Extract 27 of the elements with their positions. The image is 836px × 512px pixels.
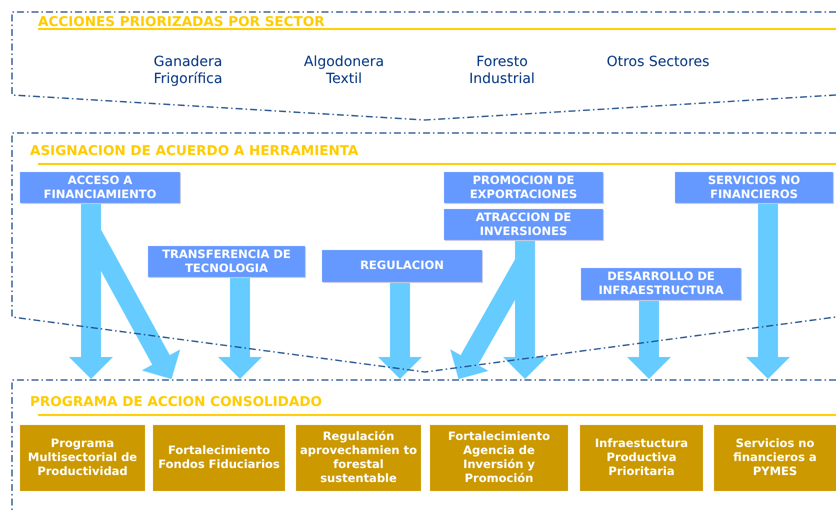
sector-label: Algodonera Textil [302,54,386,88]
tool-box: ATRACCION DE INVERSIONES [444,209,603,240]
program-box: Regulación aprovechamien to forestal sustentable [296,425,421,491]
program-box: Infraestuctura Productiva Prioritaria [580,425,703,491]
block-arrow [378,282,422,379]
tool-box: PROMOCION DE EXPORTACIONES [444,172,603,203]
section-heading: PROGRAMA DE ACCION CONSOLIDADO [30,394,322,410]
sector-label: Otros Sectores [606,54,710,71]
program-box: Fortalecimiento Agencia de Inversión y Promoción [430,425,568,491]
program-box: Fortalecimiento Fondos Fiduciarios [153,425,285,491]
section-panel [12,12,836,122]
sector-label: Foresto Industrial [468,54,536,88]
tool-box: ACCESO A FINANCIAMIENTO [20,172,180,203]
section-panel [12,133,836,373]
tool-box: REGULACION [322,250,482,282]
block-arrow [746,203,790,379]
tool-box: TRANSFERENCIA DE TECNOLOGIA [148,246,305,277]
program-box: Programa Multisectorial de Productividad [20,425,145,491]
sector-label: Ganadera Frigorífica [152,54,224,88]
block-arrow [627,300,671,379]
section-panel [12,380,836,512]
section-heading: ASIGNACION DE ACUERDO A HERRAMIENTA [30,143,358,159]
tool-box: SERVICIOS NO FINANCIEROS [675,172,833,203]
block-arrow [218,277,262,379]
section-heading: ACCIONES PRIORIZADAS POR SECTOR [38,14,325,30]
program-box: Servicios no financieros a PYMES [714,425,836,491]
tool-box: DESARROLLO DE INFRAESTRUCTURA [581,268,741,300]
